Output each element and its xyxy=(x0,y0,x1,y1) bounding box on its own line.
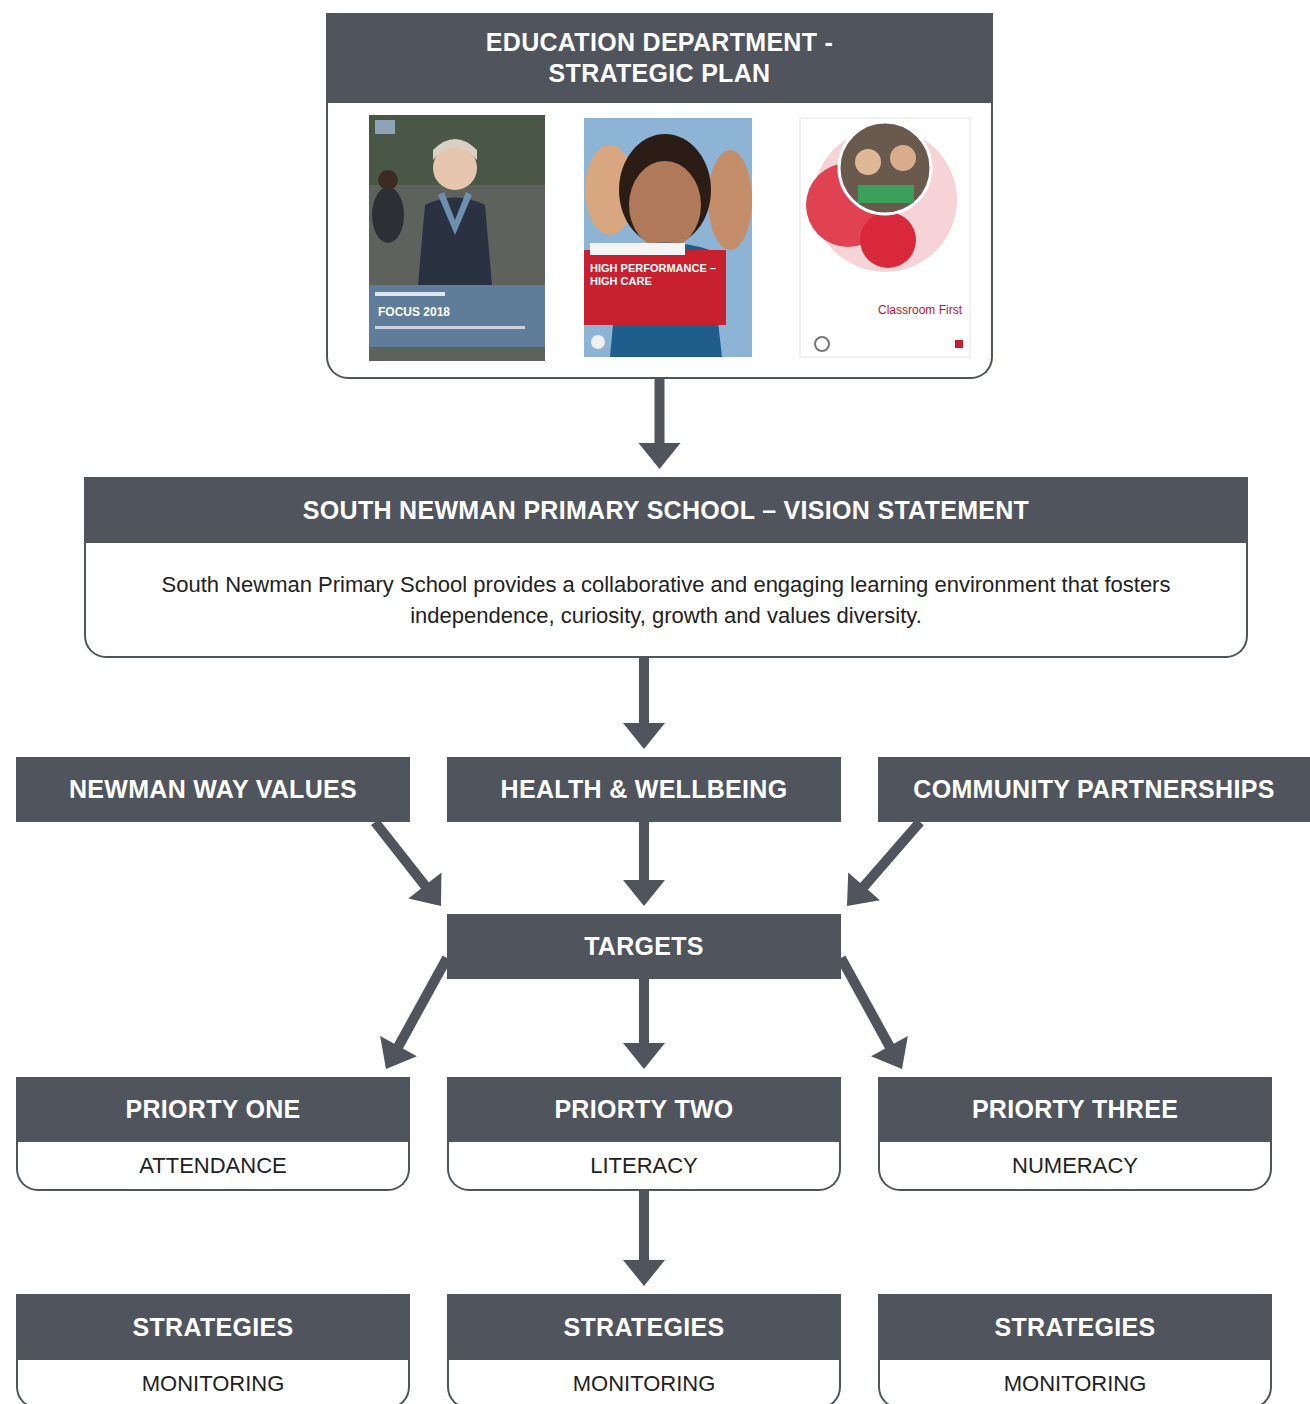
body-text: ATTENDANCE xyxy=(139,1150,287,1181)
body-text: MONITORING xyxy=(1004,1368,1147,1399)
priority-box: PRIORTY TWO LITERACY xyxy=(447,1077,841,1191)
arrow-head xyxy=(408,873,441,906)
body-text: MONITORING xyxy=(142,1368,285,1399)
box-body: MONITORING xyxy=(16,1360,410,1404)
box-header: TARGETS xyxy=(447,914,841,979)
vision-box: SOUTH NEWMAN PRIMARY SCHOOL – VISION STA… xyxy=(84,477,1248,658)
flow-arrow xyxy=(847,822,920,906)
priority-box: PRIORTY ONE ATTENDANCE xyxy=(16,1077,410,1191)
priority-box: PRIORTY THREE NUMERACY xyxy=(878,1077,1272,1191)
cover-title: HIGH PERFORMANCE – HIGH CARE xyxy=(590,262,720,288)
header-text: STRATEGIES xyxy=(995,1312,1156,1343)
flow-arrow xyxy=(623,1191,665,1286)
body-text: LITERACY xyxy=(590,1150,698,1181)
body-text: South Newman Primary School provides a c… xyxy=(114,569,1218,631)
arrow-head xyxy=(380,1036,417,1069)
arrow-head xyxy=(623,1043,665,1069)
arrow-shaft xyxy=(639,1191,649,1262)
flow-arrow xyxy=(623,658,665,749)
cover-photo xyxy=(800,118,970,357)
header-text: COMMUNITY PARTNERSHIPS xyxy=(913,774,1274,805)
header-text: PRIORTY ONE xyxy=(125,1094,300,1125)
flow-arrow xyxy=(380,958,447,1069)
cover-title: FOCUS 2018 xyxy=(378,305,538,319)
box-header: COMMUNITY PARTNERSHIPS xyxy=(878,757,1310,822)
strategy-box: STRATEGIES MONITORING xyxy=(447,1294,841,1404)
box-header: EDUCATION DEPARTMENT - STRATEGIC PLAN xyxy=(326,13,993,103)
box-header: SOUTH NEWMAN PRIMARY SCHOOL – VISION STA… xyxy=(84,477,1248,543)
plan-box: EDUCATION DEPARTMENT - STRATEGIC PLAN xyxy=(326,13,993,379)
flow-arrow xyxy=(639,379,681,469)
arrow-shaft xyxy=(841,958,890,1048)
body-text: MONITORING xyxy=(573,1368,716,1399)
arrow-shaft xyxy=(655,379,665,445)
box-header: STRATEGIES xyxy=(878,1294,1272,1360)
cover-photo xyxy=(369,115,545,361)
body-text: NUMERACY xyxy=(1012,1150,1138,1181)
box-body: ATTENDANCE xyxy=(16,1142,410,1191)
box-header: STRATEGIES xyxy=(447,1294,841,1360)
flow-arrow xyxy=(375,822,441,906)
box-header: PRIORTY THREE xyxy=(878,1077,1272,1142)
header-text: EDUCATION DEPARTMENT - STRATEGIC PLAN xyxy=(440,27,880,89)
arrow-head xyxy=(871,1036,908,1069)
focus-box: HEALTH & WELLBEING xyxy=(447,757,841,822)
targets-box: TARGETS xyxy=(447,914,841,979)
cover-photo xyxy=(584,118,752,357)
header-text: PRIORTY TWO xyxy=(554,1094,733,1125)
flow-arrow xyxy=(623,822,665,906)
box-body: MONITORING xyxy=(878,1360,1272,1404)
arrow-shaft xyxy=(639,658,649,725)
focus-box: NEWMAN WAY VALUES xyxy=(16,757,410,822)
arrow-head xyxy=(623,1260,665,1286)
header-text: HEALTH & WELLBEING xyxy=(501,774,788,805)
header-text: SOUTH NEWMAN PRIMARY SCHOOL – VISION STA… xyxy=(303,495,1029,526)
header-text: NEWMAN WAY VALUES xyxy=(69,774,357,805)
flow-arrow xyxy=(841,958,908,1069)
box-body xyxy=(326,103,993,379)
box-body: NUMERACY xyxy=(878,1142,1272,1191)
box-header: PRIORTY TWO xyxy=(447,1077,841,1142)
strategy-box: STRATEGIES MONITORING xyxy=(16,1294,410,1404)
arrow-head xyxy=(623,880,665,906)
strategy-box: STRATEGIES MONITORING xyxy=(878,1294,1272,1404)
box-header: PRIORTY ONE xyxy=(16,1077,410,1142)
box-body: MONITORING xyxy=(447,1360,841,1404)
box-header: HEALTH & WELLBEING xyxy=(447,757,841,822)
box-body: South Newman Primary School provides a c… xyxy=(84,543,1248,658)
box-body: LITERACY xyxy=(447,1142,841,1191)
box-header: STRATEGIES xyxy=(16,1294,410,1360)
arrow-shaft xyxy=(398,958,447,1048)
arrow-shaft xyxy=(639,979,649,1045)
flow-arrow xyxy=(623,979,665,1069)
header-text: STRATEGIES xyxy=(564,1312,725,1343)
cover-title: Classroom First xyxy=(848,303,962,317)
arrow-shaft xyxy=(639,822,649,882)
header-text: STRATEGIES xyxy=(133,1312,294,1343)
arrow-head xyxy=(639,443,681,469)
focus-box: COMMUNITY PARTNERSHIPS xyxy=(878,757,1310,822)
header-text: TARGETS xyxy=(584,931,704,962)
arrow-shaft xyxy=(375,822,426,887)
arrow-head xyxy=(623,723,665,749)
arrow-shaft xyxy=(863,822,920,888)
box-header: NEWMAN WAY VALUES xyxy=(16,757,410,822)
header-text: PRIORTY THREE xyxy=(972,1094,1178,1125)
arrow-head xyxy=(847,873,880,906)
